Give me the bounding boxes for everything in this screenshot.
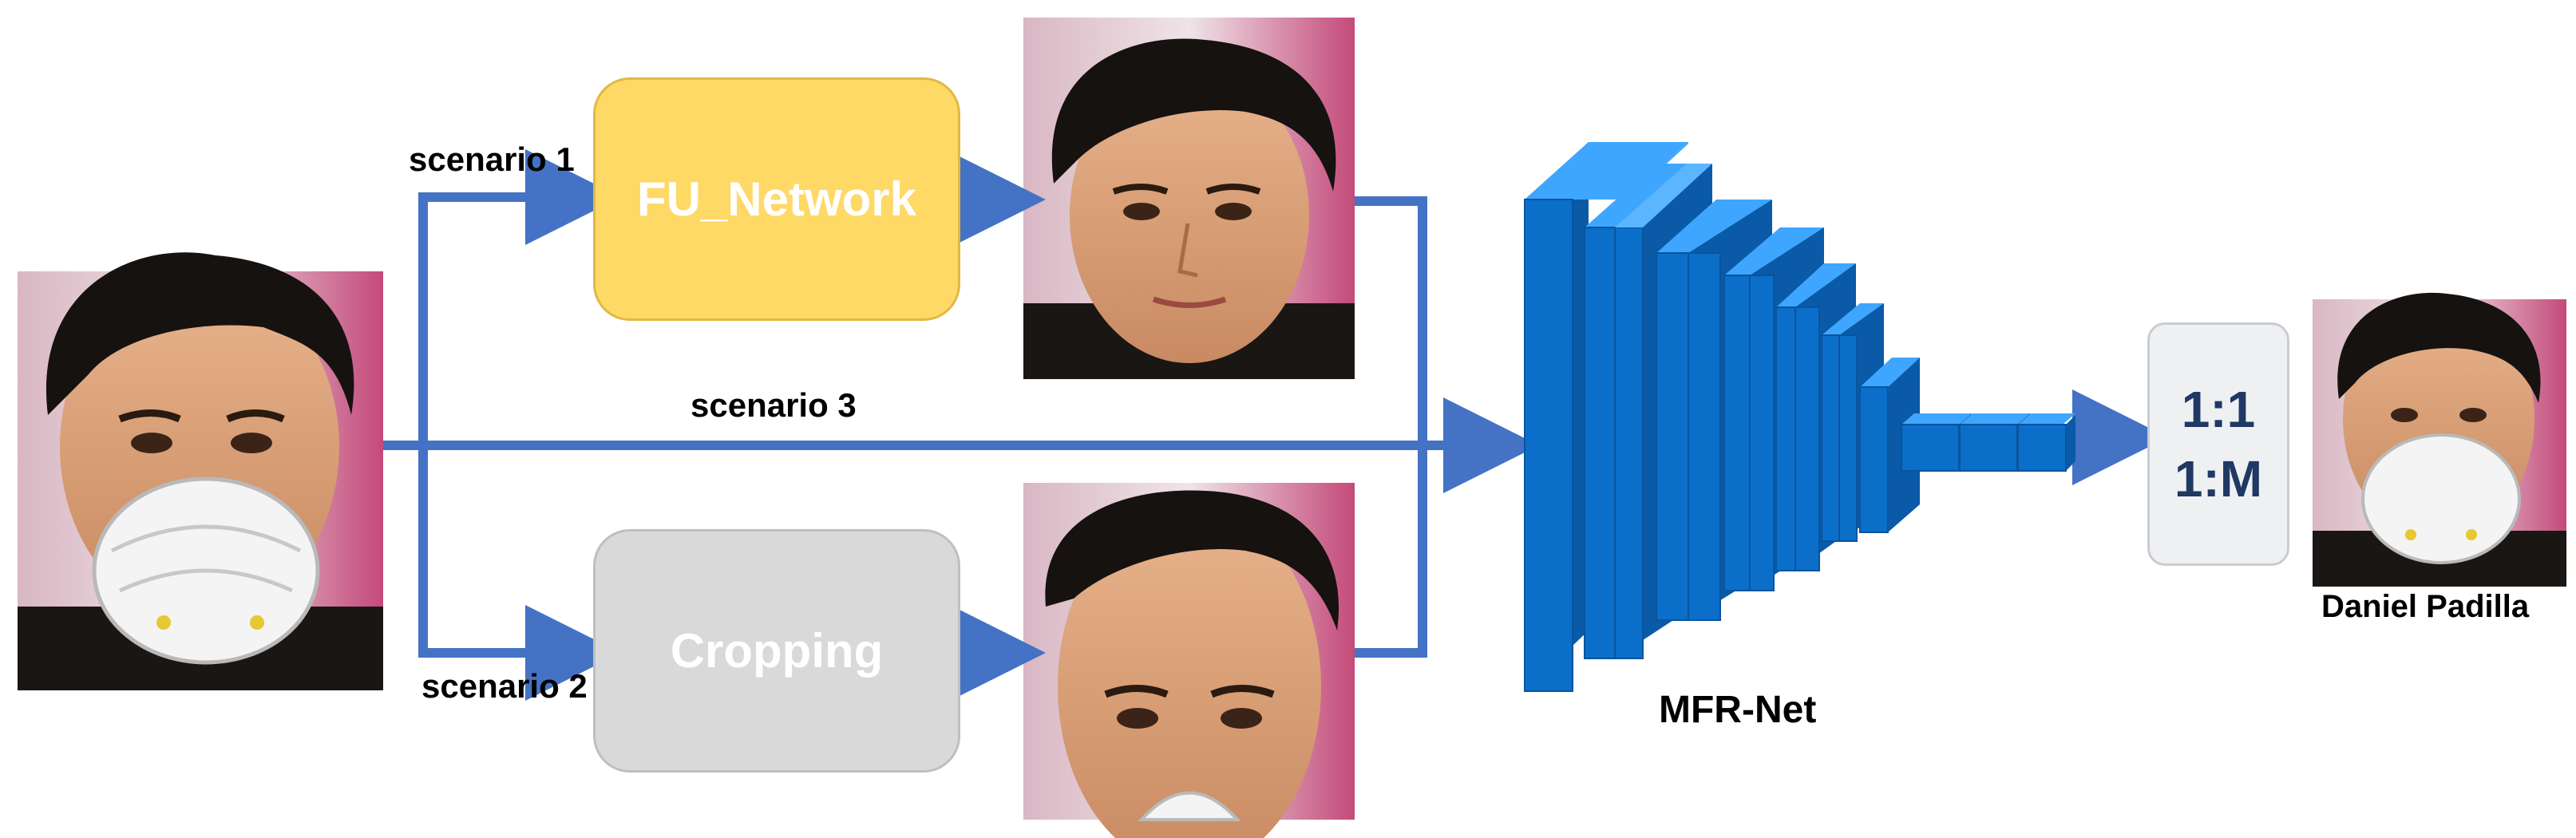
- masked-face-photo-icon: [18, 252, 383, 690]
- similarity-1-to-1: 1:1: [2181, 381, 2256, 439]
- flow-connectors: [383, 149, 2168, 701]
- similarity-1-to-m: 1:M: [2174, 449, 2263, 508]
- similarity-box: 1:1 1:M: [2147, 322, 2289, 566]
- identity-label: Daniel Padilla: [2321, 589, 2530, 624]
- cropped-face-photo-icon: [1023, 483, 1355, 838]
- scenario-1-label: scenario 1: [409, 140, 575, 178]
- scenario-3-label: scenario 3: [690, 386, 857, 424]
- cropping-box: Cropping: [593, 529, 960, 773]
- unmasked-to-merge-line: [1355, 196, 1427, 450]
- mfr-net-layers: [1524, 142, 2075, 692]
- identified-face-photo-icon: [2313, 292, 2566, 587]
- fu-network-box: FU_Network: [593, 77, 960, 321]
- mfr-net-label: MFR-Net: [1659, 689, 1817, 731]
- fc-layer-3: [2017, 413, 2075, 472]
- cropped-to-merge-line: [1355, 441, 1427, 658]
- unmasked-face-photo-icon: [1023, 18, 1355, 379]
- network-layer-1: [1524, 142, 1688, 692]
- scenario-2-label: scenario 2: [421, 667, 588, 705]
